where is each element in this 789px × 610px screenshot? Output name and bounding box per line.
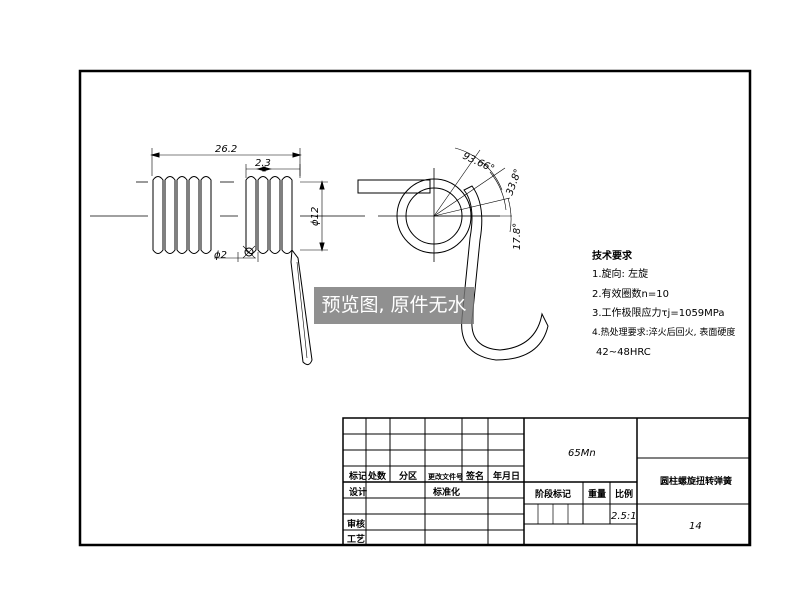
role-design: 设计 [349,486,367,498]
dim-angle-mid: 33.8° [504,168,524,197]
front-view [90,148,365,366]
material: 65Mn [568,448,596,459]
header-mark: 标记 [348,470,367,482]
drawing-number: 14 [689,521,702,532]
header-weight: 重量 [588,488,606,500]
tech-heading: 技术要求 [592,249,633,262]
role-review: 审核 [347,518,365,530]
dim-angle-total: 93.66° [461,151,496,175]
header-date: 年月日 [493,470,520,482]
part-name: 圆柱螺旋扭转弹簧 [660,475,732,487]
header-change-doc: 更改文件号 [428,472,463,481]
tech-item-1: 1.旋向: 左旋 [592,267,648,280]
header-ratio: 比例 [615,488,633,500]
header-count: 处数 [367,470,387,482]
preview-watermark: 预览图, 原件无水印 [314,287,474,353]
header-signature: 签名 [465,470,484,482]
header-zone: 分区 [399,470,417,482]
scale-value: 2.5:1 [611,511,637,522]
hooked-leg [461,185,549,361]
tech-item-2: 2.有效圈数n=10 [592,287,669,300]
tech-item-5: 42~48HRC [596,347,651,358]
tech-requirements: 技术要求 1.旋向: 左旋 2.有效圈数n=10 3.工作极限应力τj=1059… [592,249,735,358]
dim-coil-diameter: ϕ12 [310,207,321,226]
coil-group-right [245,176,313,366]
coil-group-left [152,176,212,254]
title-block [342,417,750,546]
horizontal-leg [357,179,431,194]
dim-overall-length: 26.2 [215,144,237,155]
dim-pitch: 2.3 [255,158,271,169]
wire-section-marker [244,247,254,257]
angle-arc-large [454,147,503,191]
role-standardize: 标准化 [432,486,460,498]
header-stage-mark: 阶段标记 [535,488,571,500]
angle-arc-mid [489,171,507,211]
tech-item-4: 4.热处理要求:淬火后回火, 表面硬度 [592,326,735,338]
dim-angle-small: 17.8° [512,223,523,250]
angle-arc-small [507,197,512,233]
title-block-text: 标记 处数 分区 更改文件号 签名 年月日 设计 标准化 审核 工艺 65Mn … [347,448,732,545]
tech-item-3: 3.工作极限应力τj=1059MPa [592,306,725,319]
dim-wire-diameter: ϕ2 [214,250,227,261]
role-process: 工艺 [347,533,365,545]
